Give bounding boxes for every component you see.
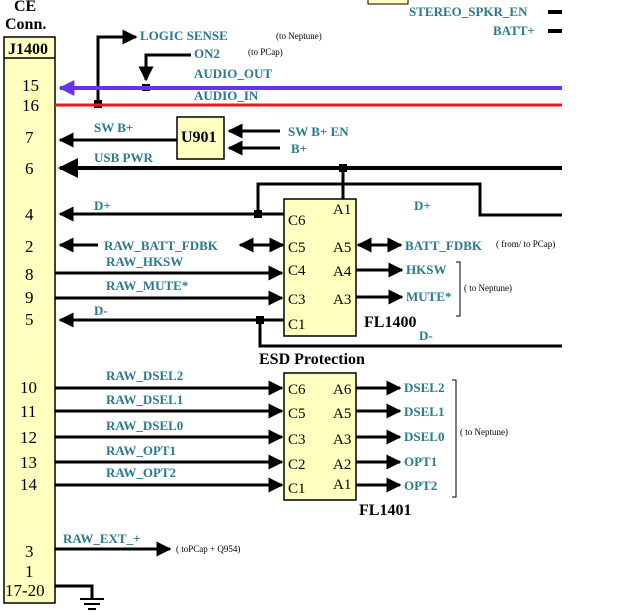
fl1400-neptune-note: ( to Neptune) <box>464 283 512 293</box>
fl1400-pin-a3: A3 <box>333 292 351 308</box>
u901-label: U901 <box>181 129 217 146</box>
pin-13: 13 <box>20 453 37 472</box>
ground-wire <box>55 584 94 598</box>
fl1400-pin-c1: C1 <box>288 317 306 333</box>
fl1400-label: FL1400 <box>364 314 416 331</box>
fl1401-pin-c2: C2 <box>288 457 306 473</box>
pin-10: 10 <box>20 378 37 397</box>
fl1401-pin-a5: A5 <box>333 406 351 422</box>
fl1401-neptune-bracket <box>452 379 457 498</box>
pin-15: 15 <box>22 76 39 95</box>
fl1401-pin-c3: C3 <box>288 432 306 448</box>
logic-sense-label: LOGIC SENSE <box>140 28 228 43</box>
opt2-label: OPT2 <box>404 478 437 493</box>
d-plus-loop-wire <box>256 182 562 217</box>
raw-ext-note: ( toPCap + Q954) <box>176 544 240 554</box>
fl1401-pin-c1: C1 <box>288 481 306 497</box>
logic-sense-note: (to Neptune) <box>276 31 322 41</box>
fl1400-pin-c4: C4 <box>288 263 306 279</box>
pin-9: 9 <box>25 288 34 307</box>
d-plus-right-label: D+ <box>414 198 431 213</box>
d-minus-right-label: D- <box>419 328 433 343</box>
fl1401-pin-c6: C6 <box>288 382 306 398</box>
batt-fdbk-label: BATT_FDBK <box>405 238 483 253</box>
fl1401-pin-a1: A1 <box>333 477 351 493</box>
sw-b-plus-en-label: SW B+ EN <box>288 124 349 139</box>
d-minus-junction <box>256 316 264 324</box>
fl1400-pin-a5: A5 <box>333 240 351 256</box>
audio-out-label: AUDIO_OUT <box>194 66 272 81</box>
pin-1: 1 <box>25 562 34 581</box>
fl1401-pin-a2: A2 <box>333 457 351 473</box>
raw-batt-fdbk-label: RAW_BATT_FDBK <box>104 238 219 253</box>
on2-label: ON2 <box>194 46 220 61</box>
opt1-label: OPT1 <box>404 454 437 469</box>
fl1400-pin-c5: C5 <box>288 240 306 256</box>
d-minus-left-label: D- <box>94 303 108 318</box>
batt-plus-label: BATT+ <box>493 23 535 38</box>
raw-hksw-label: RAW_HKSW <box>106 254 183 269</box>
raw-dsel0-label: RAW_DSEL0 <box>106 418 183 433</box>
pin-2: 2 <box>25 237 34 256</box>
raw-opt2-label: RAW_OPT2 <box>106 465 176 480</box>
connector-title-conn: Conn. <box>5 16 46 33</box>
fl1401-block <box>283 372 357 501</box>
fl1400-pin-c3: C3 <box>288 292 306 308</box>
pin-6: 6 <box>25 159 34 178</box>
on2-wire <box>138 53 191 82</box>
u901-block <box>176 116 225 160</box>
partial-block <box>367 0 409 5</box>
fl1400-block <box>283 198 357 337</box>
raw-mute-label: RAW_MUTE* <box>106 278 188 293</box>
pin-7: 7 <box>25 128 34 147</box>
fl1400-pin-a4: A4 <box>333 264 352 280</box>
connector-title-ce: CE <box>14 0 36 15</box>
hksw-label: HKSW <box>406 262 446 277</box>
pin-11: 11 <box>20 402 36 421</box>
d-plus-left-label: D+ <box>94 198 111 213</box>
pin-14: 14 <box>20 475 38 494</box>
dsel2-label: DSEL2 <box>404 380 444 395</box>
raw-dsel2-label: RAW_DSEL2 <box>106 368 183 383</box>
on2-note: (to PCap) <box>248 47 283 57</box>
connector-body <box>3 36 56 604</box>
pin-12: 12 <box>20 428 37 447</box>
fl1401-pin-a6: A6 <box>333 382 352 398</box>
audio-in-label: AUDIO_IN <box>194 88 259 103</box>
usb-pwr-junction <box>339 164 347 172</box>
d-minus-loop-wire <box>258 320 562 348</box>
logic-sense-wire <box>96 29 138 104</box>
dsel1-label: DSEL1 <box>404 404 444 419</box>
pin-8: 8 <box>25 265 34 284</box>
fl1401-pin-a3: A3 <box>333 432 351 448</box>
fl1400-pin-a1: A1 <box>333 202 351 218</box>
fl1401-label: FL1401 <box>359 502 411 519</box>
batt-fdbk-note: ( from/ to PCap) <box>496 239 555 249</box>
esd-protection-caption: ESD Protection <box>259 351 365 368</box>
sw-b-plus-label: SW B+ <box>94 120 133 135</box>
pin-16: 16 <box>22 96 39 115</box>
fl1400-pin-c6: C6 <box>288 213 306 229</box>
raw-dsel1-label: RAW_DSEL1 <box>106 392 183 407</box>
raw-ext-label: RAW_EXT_+ <box>63 531 140 546</box>
fl1401-neptune-note: ( to Neptune) <box>460 427 508 437</box>
connector-ref: J1400 <box>8 41 48 58</box>
d-plus-junction <box>254 210 262 218</box>
b-plus-label: B+ <box>291 141 307 156</box>
stereo-spkr-en-label: STEREO_SPKR_EN <box>409 4 528 19</box>
dsel0-label: DSEL0 <box>404 429 444 444</box>
pin-17-20: 17-20 <box>5 581 45 600</box>
fl1401-pin-c5: C5 <box>288 406 306 422</box>
pin-5: 5 <box>25 310 34 329</box>
fl1400-neptune-bracket <box>456 261 461 317</box>
pin-4: 4 <box>25 205 34 224</box>
raw-opt1-label: RAW_OPT1 <box>106 443 176 458</box>
usb-pwr-label: USB PWR <box>94 150 153 165</box>
mute-label: MUTE* <box>406 289 452 304</box>
pin-3: 3 <box>25 542 34 561</box>
